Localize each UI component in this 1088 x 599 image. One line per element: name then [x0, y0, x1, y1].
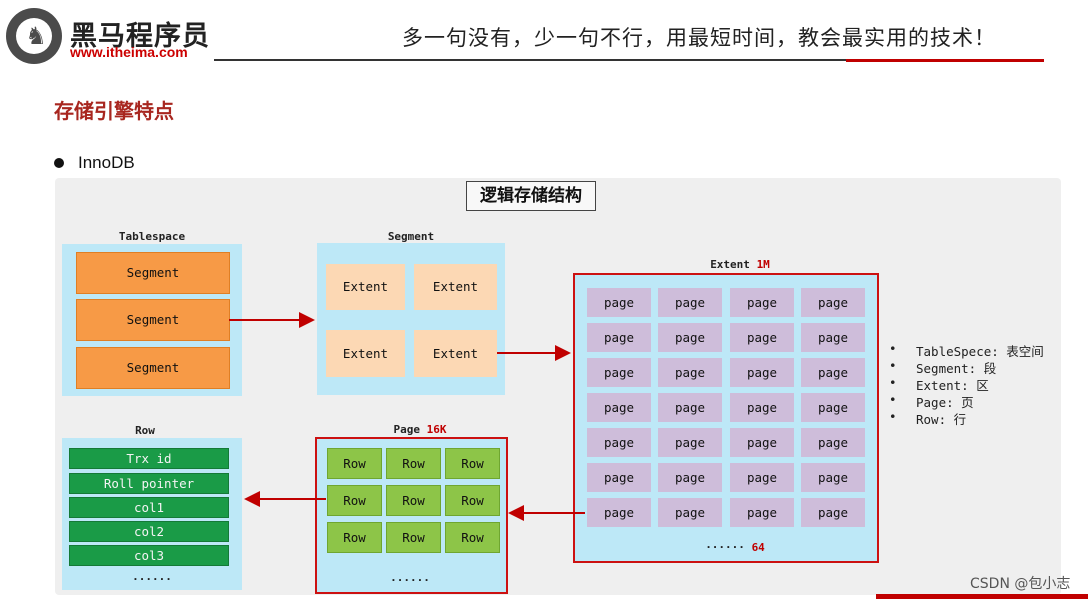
page-cell: page — [587, 428, 651, 457]
legend-bullet-icon: • — [889, 358, 897, 373]
page-cell: page — [730, 288, 794, 317]
extent-more-dots: ······ — [705, 541, 745, 554]
page-cell: page — [801, 288, 865, 317]
page-cell: page — [730, 393, 794, 422]
page-cell: page — [730, 428, 794, 457]
extent-label-text: Extent — [710, 258, 750, 271]
row-field: Roll pointer — [69, 473, 229, 494]
page-cell: page — [587, 393, 651, 422]
page-cell: page — [587, 498, 651, 527]
page-size: 16K — [426, 423, 447, 436]
page-cell: page — [801, 463, 865, 492]
page-row-cell: Row — [445, 448, 500, 479]
header-accent — [846, 59, 1044, 62]
page-cell: page — [801, 393, 865, 422]
row-field: col2 — [69, 521, 229, 542]
row-field: col1 — [69, 497, 229, 518]
segment-extent: Extent — [326, 264, 405, 310]
page-row-cell: Row — [327, 485, 382, 516]
footer-accent — [876, 594, 1088, 599]
row-field: Trx id — [69, 448, 229, 469]
extent-label: Extent 1M — [700, 258, 780, 271]
logo-inner — [16, 18, 52, 54]
page-row-cell: Row — [386, 485, 441, 516]
segment-extent: Extent — [326, 330, 405, 377]
watermark: CSDN @包小志 — [970, 576, 1071, 592]
page-cell: page — [730, 358, 794, 387]
tablespace-segment: Segment — [76, 252, 230, 294]
legend-item: Extent: 区 — [916, 378, 989, 393]
header-divider — [214, 59, 1044, 61]
page-cell: page — [801, 323, 865, 352]
bullet-icon — [54, 158, 64, 168]
row-label: Row — [135, 424, 155, 437]
legend-bullet-icon: • — [889, 392, 897, 407]
page-cell: page — [658, 393, 722, 422]
page-label-text: Page — [393, 423, 421, 436]
page-cell: page — [587, 323, 651, 352]
legend-bullet-icon: • — [889, 341, 897, 356]
legend-item: Page: 页 — [916, 395, 974, 410]
page-row-cell: Row — [327, 448, 382, 479]
brand-name: 黑马程序员 — [70, 21, 210, 52]
page-cell: page — [587, 288, 651, 317]
tablespace-segment: Segment — [76, 347, 230, 389]
segment-extent: Extent — [414, 264, 497, 310]
legend-item: Segment: 段 — [916, 361, 997, 376]
diagram-title: 逻辑存储结构 — [466, 181, 596, 211]
legend-bullet-icon: • — [889, 375, 897, 390]
horse-logo-icon: ♞ — [25, 22, 47, 50]
page-row-cell: Row — [445, 485, 500, 516]
segment-label: Segment — [387, 230, 435, 243]
brand-url: www.itheima.com — [70, 44, 188, 60]
page-cell: page — [587, 463, 651, 492]
row-more: ······ — [132, 573, 172, 586]
page-row-cell: Row — [327, 522, 382, 553]
legend-bullet-icon: • — [889, 409, 897, 424]
extent-more: ······ 64 — [690, 541, 780, 554]
tablespace-segment: Segment — [76, 299, 230, 341]
page-cell: page — [658, 428, 722, 457]
page-cell: page — [801, 358, 865, 387]
slogan: 多一句没有，少一句不行，用最短时间，教会最实用的技术！ — [402, 26, 996, 50]
page-more: ······ — [390, 574, 430, 587]
row-field: col3 — [69, 545, 229, 566]
page-cell: page — [658, 498, 722, 527]
page-cell: page — [801, 498, 865, 527]
page-label: Page 16K — [380, 423, 460, 436]
page-row-cell: Row — [445, 522, 500, 553]
page-row-cell: Row — [386, 448, 441, 479]
extent-size: 1M — [756, 258, 770, 271]
page-cell: page — [658, 288, 722, 317]
bullet-text: InnoDB — [78, 153, 135, 172]
page-cell: page — [730, 498, 794, 527]
page-cell: page — [730, 323, 794, 352]
legend-item: Row: 行 — [916, 412, 967, 427]
page-row-cell: Row — [386, 522, 441, 553]
page-cell: page — [801, 428, 865, 457]
page-cell: page — [658, 358, 722, 387]
page-title: 存储引擎特点 — [54, 99, 174, 123]
page-cell: page — [658, 463, 722, 492]
page-cell: page — [587, 358, 651, 387]
extent-page-count: 64 — [751, 541, 765, 554]
segment-extent: Extent — [414, 330, 497, 377]
legend-item: TableSpece: 表空间 — [916, 344, 1044, 359]
tablespace-label: Tablespace — [118, 230, 186, 243]
page-cell: page — [658, 323, 722, 352]
page-cell: page — [730, 463, 794, 492]
